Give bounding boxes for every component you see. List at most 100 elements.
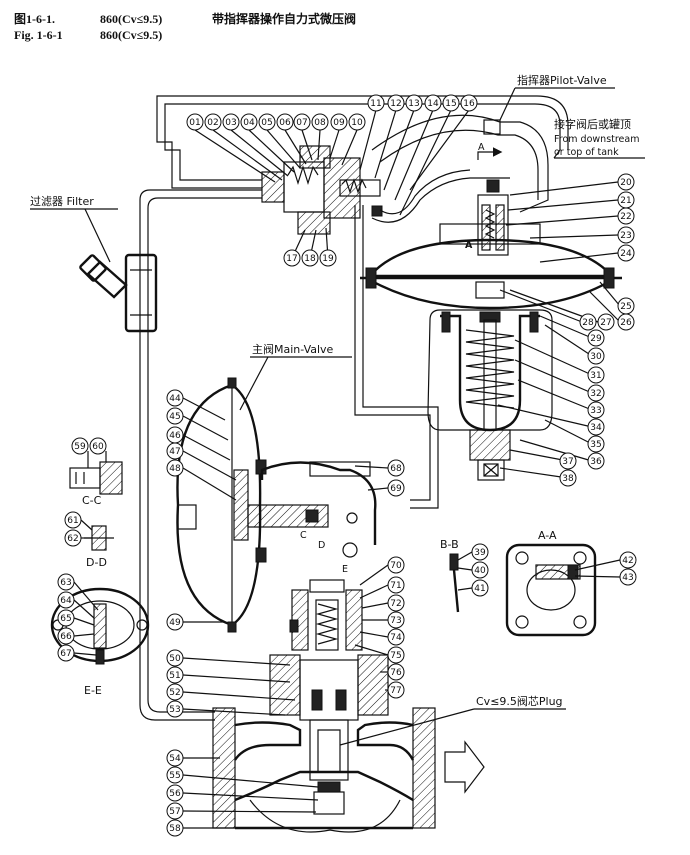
- svg-text:67: 67: [60, 649, 71, 659]
- section-ee-label: E-E: [84, 684, 102, 697]
- main-valve-label: 主阀Main-Valve: [252, 342, 334, 356]
- part-balloon: 71: [387, 576, 405, 594]
- part-balloon: 40: [471, 561, 489, 579]
- section-dd-label: D-D: [86, 556, 107, 569]
- part-balloon: 23: [617, 226, 635, 244]
- svg-text:24: 24: [620, 249, 632, 259]
- section-aa-label: A-A: [538, 529, 557, 542]
- main-valve-actuator: C D E: [176, 377, 377, 651]
- part-balloon: 65: [57, 609, 75, 627]
- part-balloon: 15: [442, 94, 460, 112]
- pilot-valve-label: 指挥器Pilot-Valve: [517, 73, 607, 87]
- svg-text:28: 28: [582, 318, 594, 328]
- part-balloon: 43: [619, 568, 637, 586]
- part-balloon: 29: [587, 329, 605, 347]
- part-balloon: 04: [240, 113, 258, 131]
- section-e-mark: E: [342, 564, 348, 575]
- svg-text:16: 16: [463, 99, 475, 109]
- svg-text:17: 17: [286, 254, 297, 264]
- svg-text:50: 50: [169, 654, 181, 664]
- part-balloon: 10: [348, 113, 366, 131]
- svg-text:22: 22: [620, 212, 631, 222]
- svg-text:46: 46: [169, 431, 181, 441]
- part-balloon: 38: [559, 469, 577, 487]
- part-balloon: 36: [587, 452, 605, 470]
- svg-text:58: 58: [169, 824, 181, 834]
- svg-text:48: 48: [169, 464, 181, 474]
- svg-text:06: 06: [279, 118, 291, 128]
- part-balloon: 20: [617, 173, 635, 191]
- part-balloon: 49: [166, 613, 184, 631]
- svg-text:55: 55: [169, 771, 180, 781]
- part-balloon: 33: [587, 401, 605, 419]
- svg-text:03: 03: [225, 118, 236, 128]
- part-balloon: 39: [471, 543, 489, 561]
- main-valve-body: [212, 654, 485, 833]
- svg-text:33: 33: [590, 406, 601, 416]
- part-balloon: 27: [597, 313, 615, 331]
- part-balloon: 48: [166, 459, 184, 477]
- part-balloon: 02: [204, 113, 222, 131]
- svg-text:29: 29: [590, 334, 602, 344]
- part-balloon: 14: [424, 94, 442, 112]
- svg-text:52: 52: [169, 688, 180, 698]
- part-balloon: 16: [460, 94, 478, 112]
- part-balloon: 11: [367, 94, 385, 112]
- svg-text:21: 21: [620, 196, 631, 206]
- part-balloon: 53: [166, 700, 184, 718]
- part-balloon: 67: [57, 644, 75, 662]
- svg-text:75: 75: [390, 651, 401, 661]
- part-balloon: 41: [471, 579, 489, 597]
- svg-text:62: 62: [67, 534, 78, 544]
- svg-text:45: 45: [169, 412, 180, 422]
- svg-text:54: 54: [169, 754, 181, 764]
- part-balloon: 52: [166, 683, 184, 701]
- svg-text:09: 09: [333, 118, 345, 128]
- svg-text:47: 47: [169, 447, 180, 457]
- svg-text:12: 12: [390, 99, 401, 109]
- model-cn: 860(Cv≤9.5): [100, 12, 163, 26]
- part-balloon: 58: [166, 819, 184, 837]
- part-balloon: 26: [617, 313, 635, 331]
- svg-text:40: 40: [474, 566, 486, 576]
- figure-title-cn: 带指挥器操作自力式微压阀: [212, 12, 357, 26]
- svg-text:57: 57: [169, 807, 180, 817]
- svg-text:10: 10: [351, 118, 363, 128]
- part-balloon: 25: [617, 297, 635, 315]
- part-balloon: 54: [166, 749, 184, 767]
- svg-text:49: 49: [169, 618, 181, 628]
- svg-text:72: 72: [390, 599, 401, 609]
- part-balloon: 24: [617, 244, 635, 262]
- svg-text:15: 15: [445, 99, 456, 109]
- svg-text:53: 53: [169, 705, 180, 715]
- section-c-mark: C: [300, 530, 307, 541]
- svg-text:23: 23: [620, 231, 631, 241]
- part-balloon: 61: [64, 511, 82, 529]
- part-balloon: 31: [587, 366, 605, 384]
- part-balloon: 63: [57, 573, 75, 591]
- svg-text:69: 69: [390, 484, 402, 494]
- part-balloon: 35: [587, 435, 605, 453]
- part-balloon: 55: [166, 766, 184, 784]
- part-balloon: 77: [387, 681, 405, 699]
- svg-text:60: 60: [92, 442, 104, 452]
- svg-text:61: 61: [67, 516, 78, 526]
- svg-text:30: 30: [590, 352, 602, 362]
- svg-text:65: 65: [60, 614, 71, 624]
- svg-text:73: 73: [390, 616, 401, 626]
- svg-text:35: 35: [590, 440, 601, 450]
- header-line-cn: 图1-6-1.860(Cv≤9.5)带指挥器操作自力式微压阀: [14, 10, 356, 27]
- svg-text:01: 01: [189, 118, 200, 128]
- part-balloon: 12: [387, 94, 405, 112]
- svg-text:42: 42: [622, 556, 633, 566]
- svg-text:64: 64: [60, 596, 72, 606]
- svg-text:19: 19: [322, 254, 334, 264]
- svg-text:32: 32: [590, 389, 601, 399]
- filter-body: [79, 253, 158, 333]
- part-balloon: 06: [276, 113, 294, 131]
- part-balloon: 51: [166, 666, 184, 684]
- part-balloon: 46: [166, 426, 184, 444]
- part-balloon: 37: [559, 452, 577, 470]
